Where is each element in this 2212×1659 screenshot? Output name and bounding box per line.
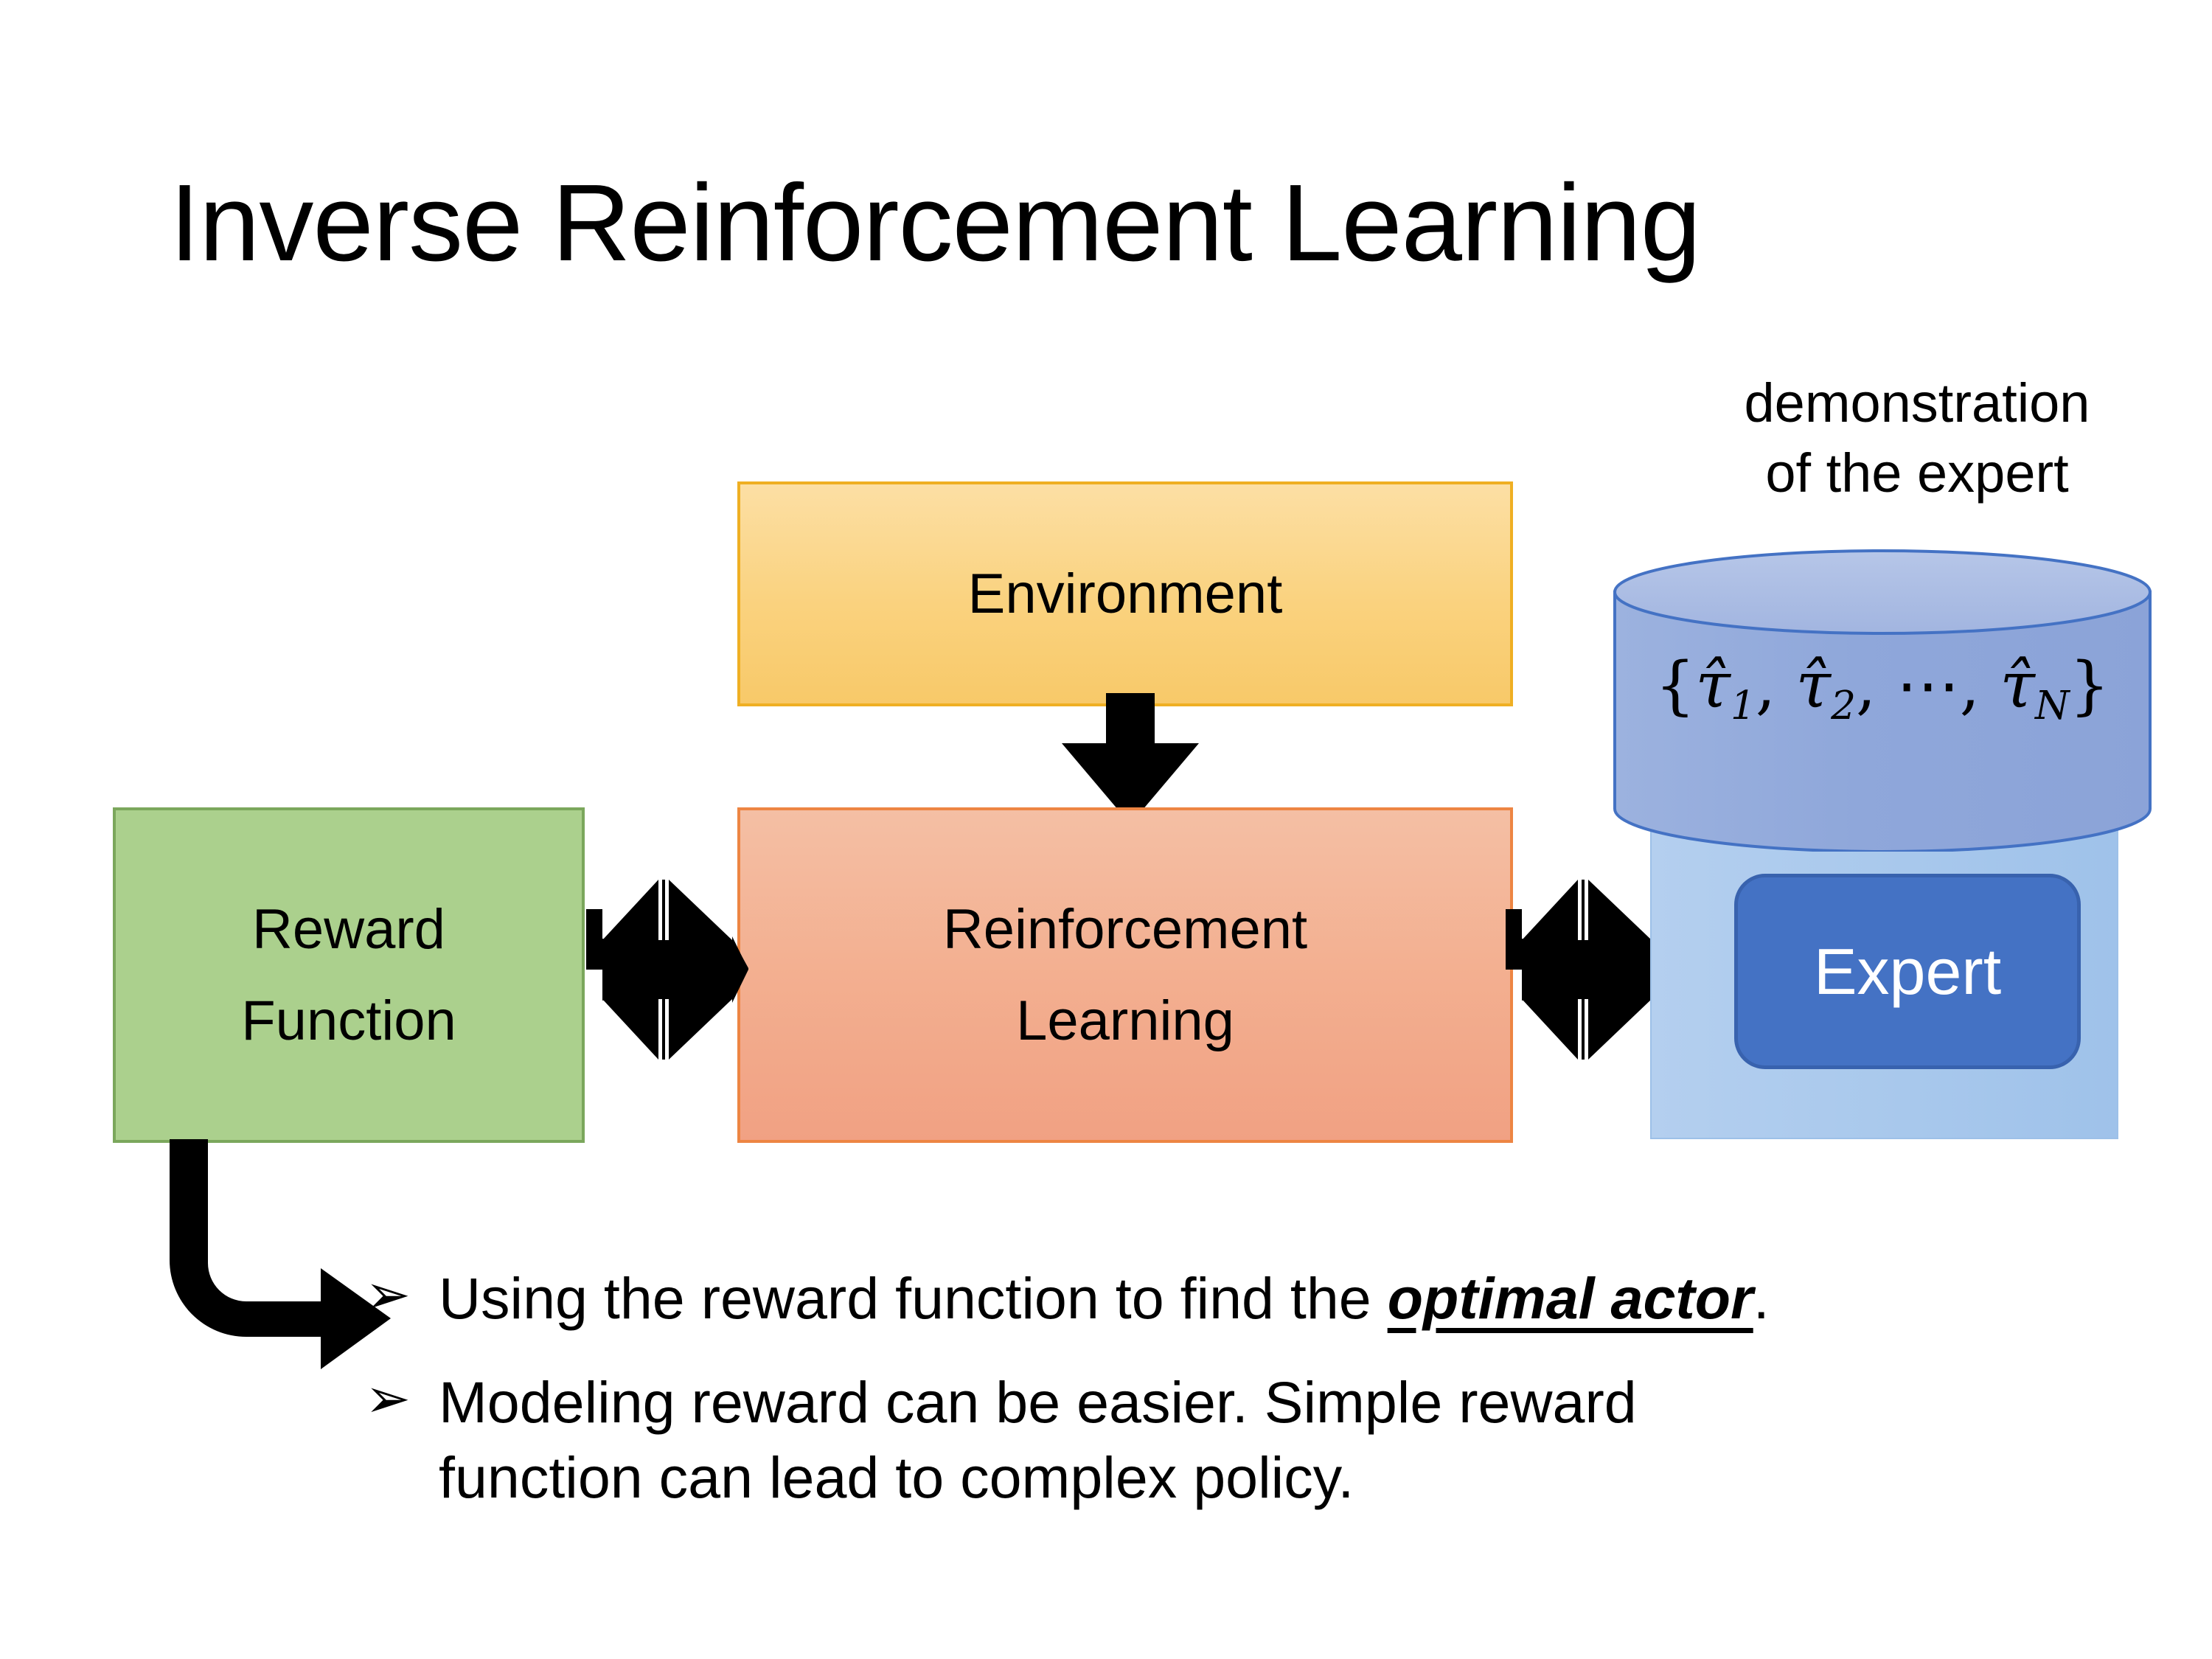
expert-chip[interactable]: Expert bbox=[1734, 874, 2081, 1069]
environment-box[interactable]: Environment bbox=[737, 481, 1513, 706]
trajectory-database-cylinder bbox=[1613, 549, 2152, 852]
four-way-arrow-icon bbox=[586, 880, 748, 1060]
bullet-arrow-icon: ➢ bbox=[365, 1264, 411, 1325]
bullet-2-line1: Modeling reward can be easier. Simple re… bbox=[439, 1368, 1637, 1435]
reward-label-line1: Reward bbox=[252, 898, 445, 961]
formula-separator-1: , bbox=[1755, 649, 1796, 723]
trajectory-set-formula: {τ̂1, τ̂2, ⋯, τ̂N} bbox=[1613, 649, 2152, 728]
bullet-arrow-icon: ➢ bbox=[365, 1367, 411, 1429]
four-way-arrow-icon bbox=[1506, 880, 1668, 1060]
formula-tau-1: τ̂ bbox=[1695, 649, 1731, 723]
formula-close-brace: } bbox=[2069, 649, 2110, 723]
formula-tau-2: τ̂ bbox=[1795, 649, 1832, 723]
bullet-2-line2: function can lead to complex policy. bbox=[439, 1444, 1354, 1511]
elbow-arrow-icon bbox=[170, 1139, 391, 1369]
demonstration-caption-line1: demonstration bbox=[1744, 372, 2090, 434]
reward-function-box-label: Reward Function bbox=[241, 884, 456, 1065]
formula-tau-1-subscript: 1 bbox=[1730, 682, 1756, 728]
reinforcement-learning-box[interactable]: Reinforcement Learning bbox=[737, 807, 1513, 1143]
arrow-down-icon bbox=[1062, 693, 1199, 824]
demonstration-caption-line2: of the expert bbox=[1765, 442, 2069, 504]
bullet-list: ➢ Using the reward function to find the o… bbox=[365, 1261, 2098, 1544]
rl-label-line2: Learning bbox=[1016, 989, 1234, 1052]
reward-function-box[interactable]: Reward Function bbox=[113, 807, 585, 1143]
bullet-1-text-before: Using the reward function to find the bbox=[439, 1265, 1388, 1331]
bullet-1-text-after: . bbox=[1753, 1265, 1770, 1331]
list-item: ➢ Modeling reward can be easier. Simple r… bbox=[365, 1365, 2098, 1516]
list-item: ➢ Using the reward function to find the o… bbox=[365, 1261, 2098, 1337]
formula-tau-n: τ̂ bbox=[2000, 649, 2035, 723]
reward-label-line2: Function bbox=[241, 989, 456, 1052]
formula-tau-n-subscript: N bbox=[2034, 682, 2070, 728]
page-title: Inverse Reinforcement Learning bbox=[170, 162, 1701, 284]
bullet-1-emphasis: optimal actor bbox=[1387, 1265, 1753, 1331]
rl-label-line1: Reinforcement bbox=[942, 898, 1308, 961]
environment-box-label: Environment bbox=[967, 562, 1283, 625]
formula-open-brace: { bbox=[1655, 649, 1696, 723]
formula-tau-2-subscript: 2 bbox=[1831, 682, 1857, 728]
formula-separator-2: , ⋯, bbox=[1856, 649, 2000, 723]
reinforcement-learning-box-label: Reinforcement Learning bbox=[943, 884, 1307, 1065]
expert-chip-label: Expert bbox=[1813, 934, 2002, 1008]
demonstration-caption: demonstration of the expert bbox=[1637, 369, 2197, 508]
